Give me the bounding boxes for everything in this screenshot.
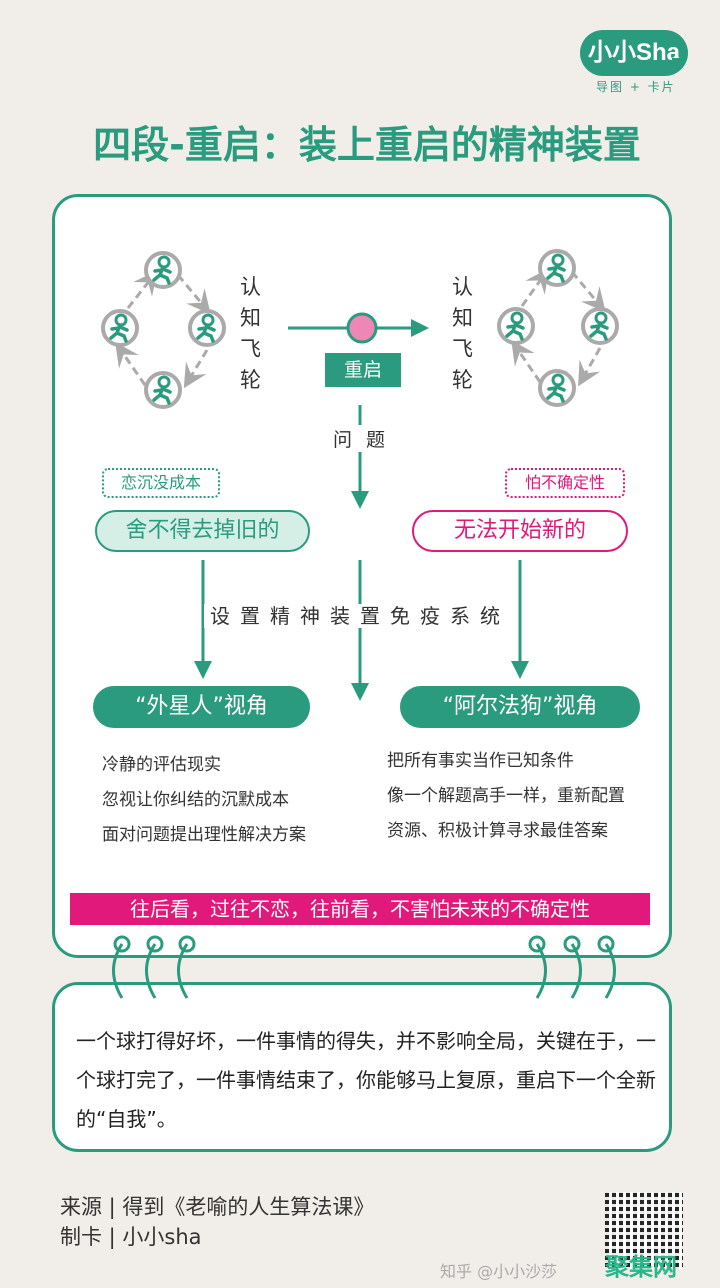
- quote-card: [52, 982, 672, 1152]
- bullet: 忽视让你纠结的沉默成本: [102, 790, 289, 810]
- watermark-zhihu: 知乎 @小小沙莎: [440, 1262, 558, 1281]
- right-bullets: 把所有事实当作已知条件 像一个解题高手一样，重新配置 资源、积极计算寻求最佳答案: [387, 744, 625, 849]
- flywheel-left: [115, 270, 211, 389]
- tag-uncertainty: 怕不确定性: [505, 468, 625, 498]
- problem-new: 无法开始新的: [412, 510, 628, 552]
- bullet: 把所有事实当作已知条件: [387, 751, 574, 771]
- bullet: 面对问题提出理性解决方案: [102, 825, 306, 845]
- runner-icon: [101, 309, 139, 347]
- logo-tail: [672, 58, 686, 72]
- runner-icon: [538, 249, 576, 287]
- rings-front: [112, 943, 616, 999]
- source-line: 来源 | 得到《老喻的人生算法课》: [60, 1195, 375, 1219]
- runner-icon: [538, 369, 576, 407]
- view-alien: “外星人”视角: [93, 686, 310, 728]
- summary-banner: 往后看，过往不恋，往前看，不害怕未来的不确定性: [70, 893, 650, 925]
- watermark-site: 聚集网: [605, 1253, 677, 1281]
- bullet: 资源、积极计算寻求最佳答案: [387, 821, 608, 841]
- runner-icon: [188, 309, 226, 347]
- page-title: 四段-重启：装上重启的精神装置: [93, 123, 641, 167]
- tag-sunk-cost: 恋沉没成本: [102, 468, 220, 498]
- flywheel-right: [511, 268, 606, 387]
- view-alphago: “阿尔法狗”视角: [400, 686, 640, 728]
- logo-subtitle: 导图 + 卡片: [596, 80, 676, 94]
- logo: 小小Sha: [580, 30, 688, 76]
- quote-text: 一个球打得好坏，一件事情的得失，并不影响全局，关键在于，一个球打完了，一件事情结…: [76, 1029, 656, 1131]
- problem-old: 舍不得去掉旧的: [95, 510, 310, 552]
- maker-line: 制卡 | 小小sha: [60, 1225, 202, 1249]
- flywheel-label-right: 认知飞轮: [452, 275, 473, 392]
- runner-icon: [497, 307, 535, 345]
- flywheel-label-left: 认知飞轮: [240, 275, 261, 392]
- qr-code-overlay: [605, 1192, 683, 1270]
- runner-icon: [581, 307, 619, 345]
- bullet: 冷静的评估现实: [102, 755, 221, 775]
- restart-label: 重启: [325, 353, 401, 387]
- middle-label: 设置精神装置免疫系统: [0, 600, 720, 629]
- restart-point: [346, 312, 378, 344]
- bullet: 像一个解题高手一样，重新配置: [387, 786, 625, 806]
- left-bullets: 冷静的评估现实 忽视让你纠结的沉默成本 面对问题提出理性解决方案: [102, 748, 306, 853]
- runner-icon: [144, 251, 182, 289]
- problem-label: 问题: [318, 425, 402, 452]
- runner-icon: [144, 371, 182, 409]
- middle-text: 设置精神装置免疫系统: [204, 604, 516, 628]
